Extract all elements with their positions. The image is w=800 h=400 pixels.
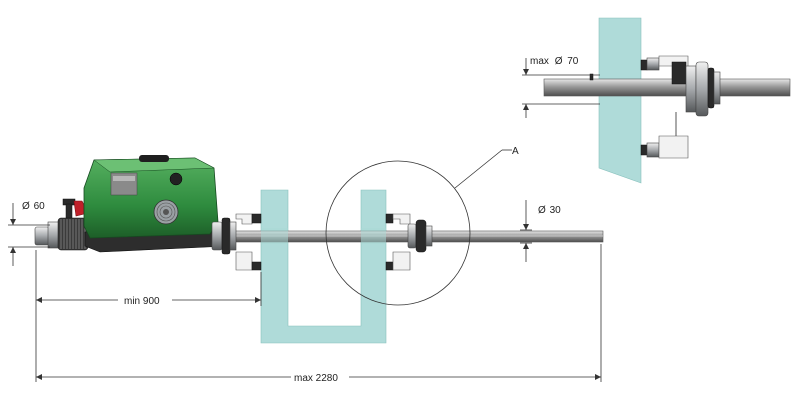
detail-bottom-bracket xyxy=(640,112,689,159)
detail-diameter-dimension: max Ø 70 xyxy=(522,56,600,118)
detail-dim-value: 70 xyxy=(567,56,579,67)
motor-housing xyxy=(83,155,229,253)
detail-circle-a xyxy=(325,160,471,306)
detail-pin xyxy=(589,73,594,81)
left-clamp-flange xyxy=(211,213,262,271)
diameter-symbol-right: Ø xyxy=(538,205,546,216)
diameter-symbol-left: Ø xyxy=(22,201,30,212)
left-diameter-dimension: Ø 60 xyxy=(8,201,50,266)
detail-glass-wall xyxy=(598,17,642,184)
detail-view-a: max Ø 70 xyxy=(522,17,791,184)
red-valve-icon xyxy=(73,200,85,217)
left-dim-value: 60 xyxy=(34,201,46,212)
diameter-symbol-detail: Ø xyxy=(555,56,563,67)
detail-clamp-flange xyxy=(685,61,721,117)
bellows-spring xyxy=(57,217,89,251)
right-clamp-flange xyxy=(385,213,433,271)
detail-top-bracket xyxy=(640,55,689,85)
svg-text:Ø 30: Ø 30 xyxy=(538,205,561,216)
detail-callout-label: A xyxy=(512,146,519,157)
u-glass-part xyxy=(260,189,387,344)
chuck-nose xyxy=(34,221,61,249)
max-length-dimension: max 2280 xyxy=(36,373,601,384)
svg-text:max Ø 70: max Ø 70 xyxy=(530,56,579,67)
min-length-dimension: min 900 xyxy=(36,296,261,307)
fan-grille-icon xyxy=(153,199,179,225)
handle-icon xyxy=(139,155,169,162)
detail-dim-prefix: max xyxy=(530,56,549,67)
valve-handle xyxy=(62,198,85,219)
right-dim-value: 30 xyxy=(550,205,562,216)
max-length-label: max 2280 xyxy=(294,373,338,384)
min-length-label: min 900 xyxy=(124,296,160,307)
detail-shaft xyxy=(543,78,791,97)
svg-text:Ø 60: Ø 60 xyxy=(22,201,45,212)
right-diameter-dimension: Ø 30 xyxy=(520,200,561,262)
control-knob xyxy=(169,172,183,186)
